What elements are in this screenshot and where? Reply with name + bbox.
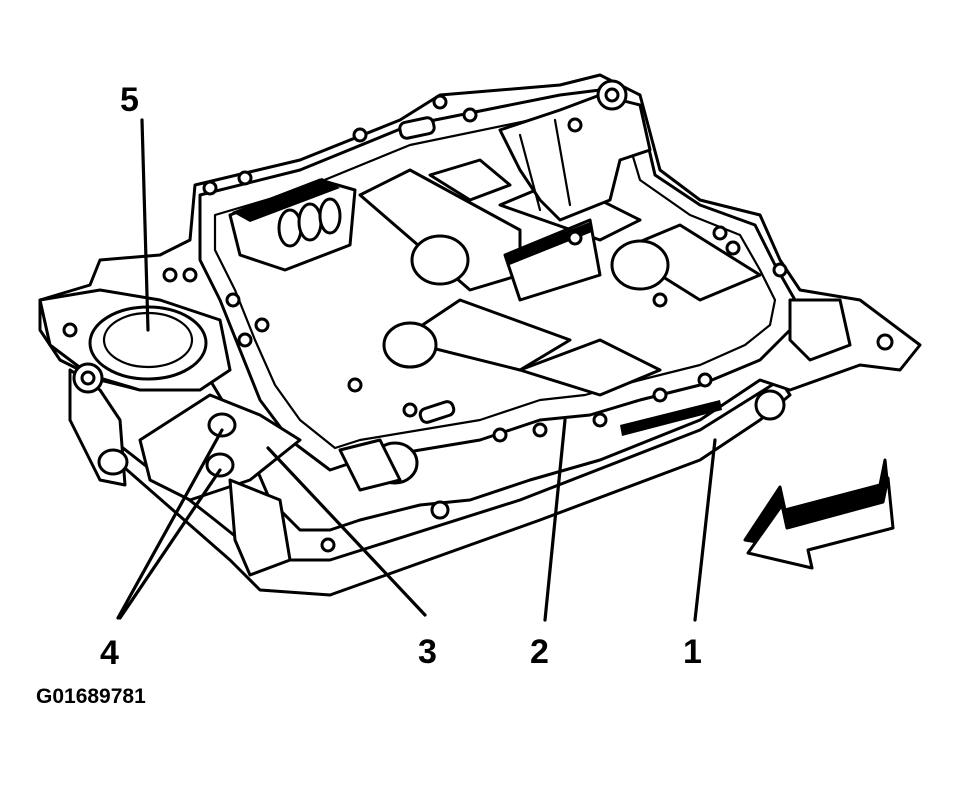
bolt-holes (62, 94, 894, 553)
direction-arrow-icon (743, 458, 895, 570)
callout-5: 5 (120, 81, 139, 119)
callouts: 5 4 3 2 1 (100, 81, 702, 672)
leader-2 (543, 418, 567, 622)
leader-4a (116, 428, 224, 620)
leader-3 (266, 446, 427, 617)
leader-1 (693, 438, 717, 622)
callout-3: 3 (418, 633, 437, 671)
callout-2: 2 (530, 633, 549, 671)
leader-4b (118, 468, 222, 620)
manifold-illustration (38, 73, 922, 597)
leader-lines (116, 118, 717, 622)
callout-1: 1 (683, 633, 702, 671)
figure-id: G01689781 (36, 685, 146, 708)
leader-5 (140, 118, 150, 332)
callout-4: 4 (100, 634, 119, 672)
